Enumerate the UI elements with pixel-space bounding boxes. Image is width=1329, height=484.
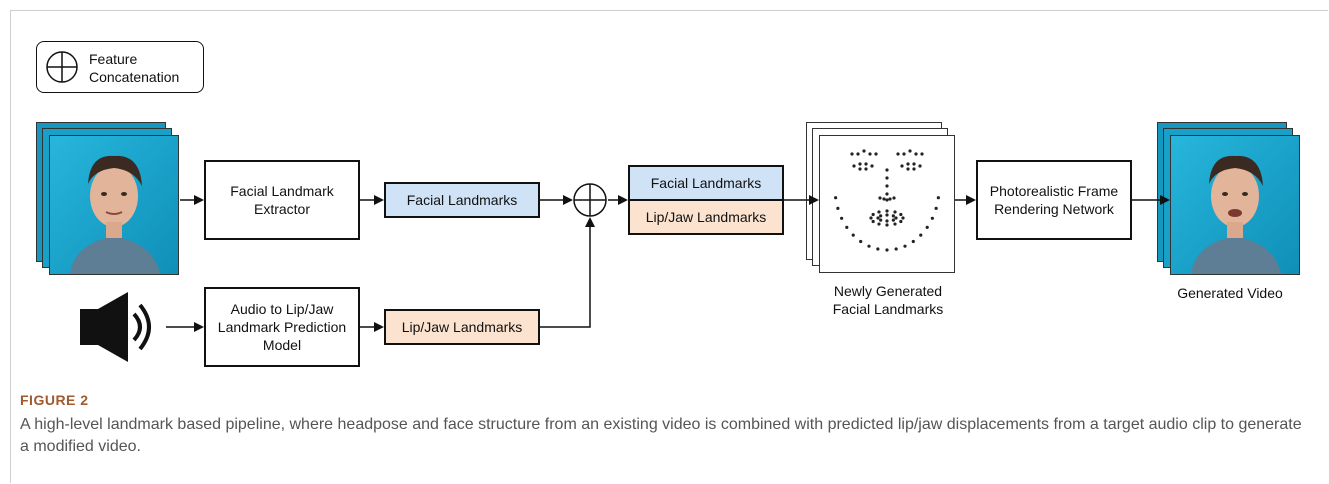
face-photo-icon [1171, 136, 1299, 274]
landmark-point [879, 214, 883, 218]
landmark-point [920, 152, 924, 156]
landmark-point [836, 206, 840, 210]
face-photo-icon [50, 136, 178, 274]
output-video-frame [1170, 135, 1300, 275]
landmark-point [856, 152, 860, 156]
landmark-point [925, 225, 929, 229]
landmark-point [894, 216, 898, 220]
landmark-point [906, 167, 910, 171]
landmark-point [930, 216, 934, 220]
landmark-point [858, 162, 862, 166]
landmark-point [899, 212, 903, 217]
landmark-point [869, 216, 873, 220]
concat-node-circle-plus-icon [573, 183, 607, 217]
landmark-points [834, 149, 940, 252]
landmark-point [893, 222, 897, 226]
landmark-point [867, 244, 871, 248]
landmark-point [845, 225, 849, 229]
new-landmarks-label: Newly Generated Facial Landmarks [832, 283, 944, 317]
landmark-point [885, 248, 889, 252]
landmark-point [903, 244, 907, 248]
circle-plus-icon [46, 51, 78, 83]
landmark-point [888, 197, 892, 201]
landmark-point [900, 164, 904, 168]
landmark-point [885, 223, 889, 227]
landmark-point [858, 167, 862, 171]
landmark-point [885, 213, 889, 217]
landmark-point [850, 152, 854, 156]
landmark-point [885, 168, 889, 172]
landmark-frame [819, 135, 955, 273]
concat-lipjaw-landmarks-block: Lip/Jaw Landmarks [628, 199, 784, 235]
generated-video-label: Generated Video [1177, 285, 1283, 301]
landmark-point [870, 164, 874, 168]
speaker-icon [80, 292, 151, 362]
landmark-point [894, 247, 898, 251]
landmark-point [911, 239, 915, 244]
landmark-point [914, 152, 918, 156]
landmark-point [885, 192, 889, 196]
landmark-point [878, 196, 882, 200]
landmark-point [877, 222, 881, 226]
landmark-point [908, 149, 912, 153]
landmark-point [892, 196, 896, 200]
landmark-point [862, 149, 866, 153]
landmark-point [885, 176, 889, 180]
landmark-point [936, 196, 940, 200]
landmark-point [877, 210, 881, 214]
facial-landmark-extractor-block: Facial Landmark Extractor [204, 160, 360, 240]
landmark-point [834, 196, 838, 200]
landmark-point [864, 167, 868, 171]
landmark-point [912, 167, 916, 171]
landmark-point [876, 216, 880, 220]
landmark-point [882, 197, 886, 201]
landmark-point [885, 198, 889, 202]
landmark-point [852, 164, 856, 168]
landmark-point [864, 162, 868, 166]
landmark-point [902, 152, 906, 156]
landmark-point [885, 209, 889, 213]
figure-label: FIGURE 2 [20, 392, 89, 408]
landmark-point [868, 152, 872, 156]
landmark-point [919, 233, 923, 237]
landmark-point [934, 206, 938, 210]
landmark-point [871, 219, 875, 224]
landmark-point [918, 164, 922, 168]
landmark-point [879, 218, 883, 222]
landmark-point [885, 184, 889, 188]
landmark-point [896, 152, 900, 156]
landmark-point [871, 212, 875, 217]
landmark-point [840, 216, 844, 220]
landmark-point [912, 162, 916, 166]
audio-model-block: Audio to Lip/Jaw Landmark Prediction Mod… [204, 287, 360, 367]
rendering-network-block: Photorealistic Frame Rendering Network [976, 160, 1132, 240]
landmark-point [851, 233, 855, 237]
figure-caption: A high-level landmark based pipeline, wh… [20, 416, 1302, 455]
landmark-point [891, 218, 895, 222]
landmark-point [876, 247, 880, 251]
lipjaw-landmarks-block: Lip/Jaw Landmarks [384, 309, 540, 345]
facial-landmarks-block: Facial Landmarks [384, 182, 540, 218]
landmark-point [893, 210, 897, 214]
concat-facial-landmarks-block: Facial Landmarks [628, 165, 784, 201]
landmark-point [885, 219, 889, 223]
landmark-point [891, 214, 895, 218]
legend-label: Feature Concatenation [89, 51, 180, 85]
landmark-point [874, 152, 878, 156]
figure-frame [10, 10, 1328, 483]
landmark-point [901, 216, 905, 220]
input-video-frame [49, 135, 179, 275]
legend: Feature Concatenation [36, 41, 204, 93]
landmark-point [899, 219, 903, 224]
landmark-point [906, 162, 910, 166]
landmark-point [859, 239, 863, 244]
